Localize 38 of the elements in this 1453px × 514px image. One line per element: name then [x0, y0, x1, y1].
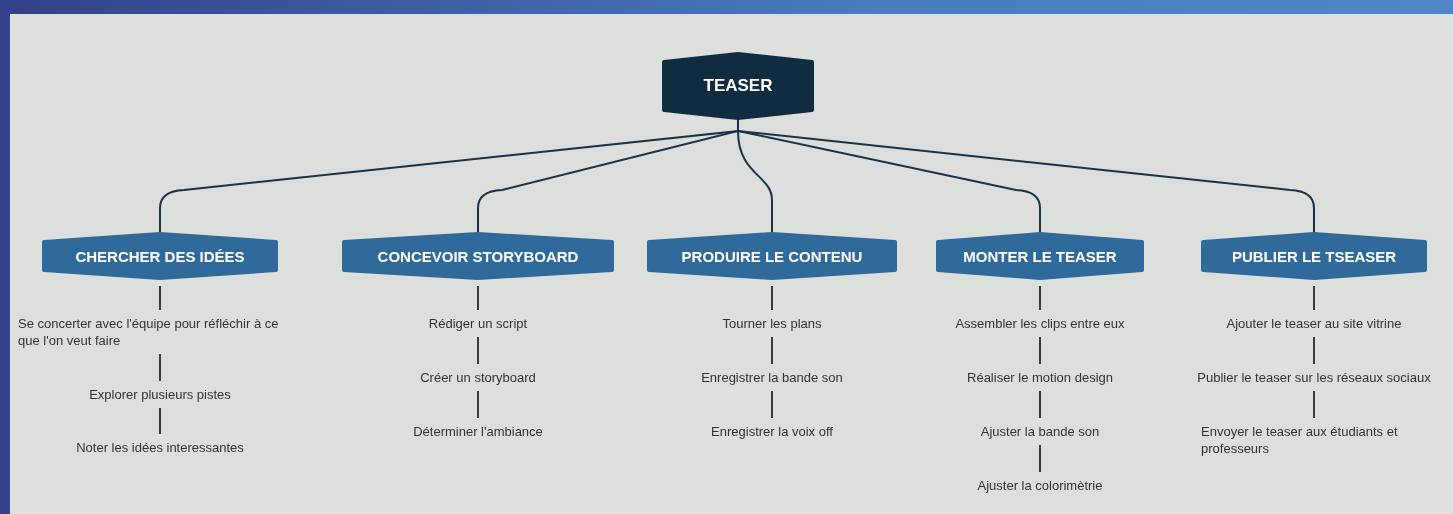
connector-line	[159, 285, 161, 311]
task-text: Ajuster la bande son	[920, 423, 1160, 440]
task-text: Se concerter avec l'équipe pour réfléchir à ce que l'on veut faire	[18, 315, 302, 349]
task-text: Tourner les plans	[652, 315, 892, 332]
connector-line	[159, 407, 161, 435]
connector-line	[771, 390, 773, 419]
connector-line	[771, 336, 773, 365]
task-text: Publier le teaser sur les réseaux sociaux	[1182, 369, 1446, 386]
task-text: Déterminer l'ambiance	[358, 423, 598, 440]
connector-line	[1039, 390, 1041, 419]
connector-line	[1039, 336, 1041, 365]
category-hexagon: CONCEVOIR STORYBOARD	[342, 232, 614, 280]
task-text: Réaliser le motion design	[920, 369, 1160, 386]
connector-line	[159, 353, 161, 382]
connector-line	[771, 285, 773, 311]
task-text: Enregistrer la bande son	[652, 369, 892, 386]
connector-line	[1039, 285, 1041, 311]
connector-line	[477, 336, 479, 365]
category-hexagon: PUBLIER LE TSEASER	[1201, 232, 1427, 280]
task-text: Enregistrer la voix off	[652, 423, 892, 440]
connector-line	[477, 390, 479, 419]
category-hexagon: CHERCHER DES IDÉES	[42, 232, 278, 280]
connector-line	[1313, 285, 1315, 311]
task-text: Ajouter le teaser au site vitrine	[1183, 315, 1445, 332]
task-text: Assembler les clips entre eux	[920, 315, 1160, 332]
task-text: Noter les idées interessantes	[40, 439, 280, 456]
connector-line	[477, 285, 479, 311]
task-text: Rédiger un script	[358, 315, 598, 332]
connector-line	[1039, 444, 1041, 473]
connector-line	[1313, 336, 1315, 365]
category-hexagon: MONTER LE TEASER	[936, 232, 1144, 280]
connector-line	[1313, 390, 1315, 419]
root-topic-hexagon: TEASER	[662, 52, 814, 120]
category-hexagon: PRODUIRE LE CONTENU	[647, 232, 897, 280]
task-text: Ajuster la colorimètrie	[920, 477, 1160, 494]
task-text: Créer un storyboard	[358, 369, 598, 386]
task-text: Envoyer le teaser aux étudiants et professeurs	[1201, 423, 1427, 457]
task-text: Explorer plusieurs pistes	[40, 386, 280, 403]
